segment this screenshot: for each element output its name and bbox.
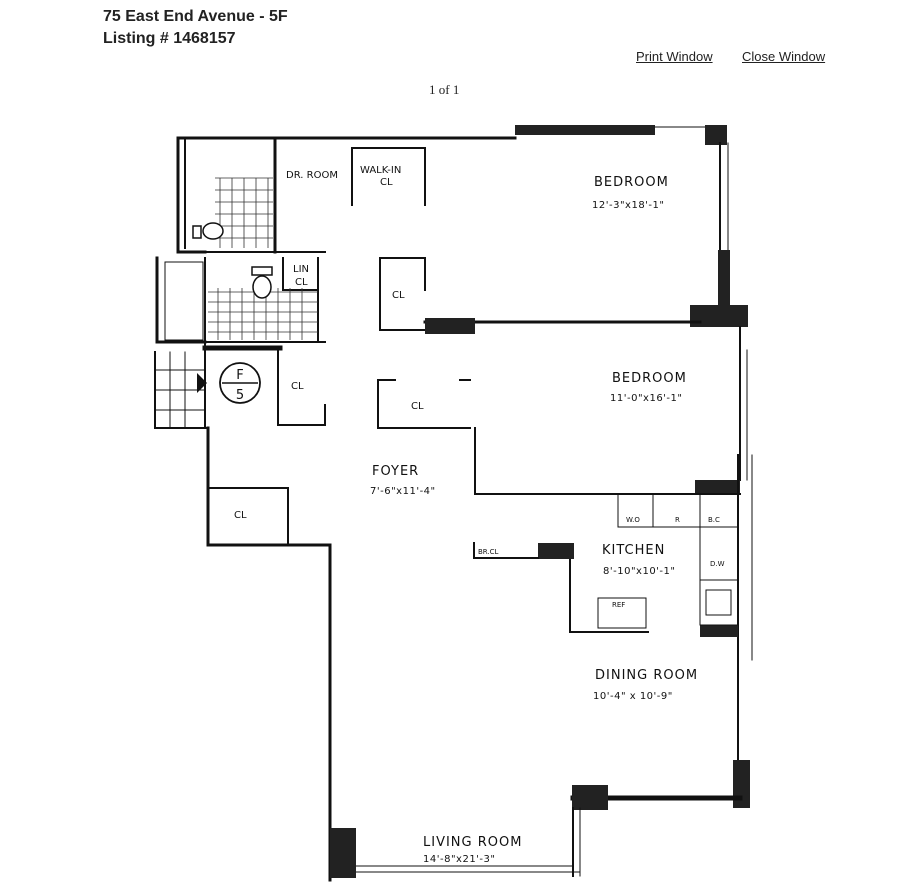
dw-label: D.W (710, 560, 725, 568)
closet-foyer-label: CL (234, 510, 247, 521)
foyer-dims: 7'-6"x11'-4" (370, 486, 436, 497)
bedroom-2-label: BEDROOM (612, 371, 687, 386)
foyer-label: FOYER (372, 464, 419, 479)
walk-in-cl-label: CL (380, 177, 393, 188)
living-room-label: LIVING ROOM (423, 835, 522, 850)
floor-marker: F 5 (219, 362, 261, 404)
bathroom-tiles (208, 177, 318, 340)
dining-room-dims: 10'-4" x 10'-9" (593, 691, 673, 702)
lin-label: LIN (293, 264, 309, 275)
kitchen-label: KITCHEN (602, 543, 665, 558)
br-cl-label: BR.CL (478, 548, 499, 556)
ref-label: REF (612, 601, 625, 609)
bc-label: B.C (708, 516, 720, 524)
listing-address: 75 East End Avenue - 5F (103, 8, 288, 25)
kitchen-dims: 8'-10"x10'-1" (603, 566, 676, 577)
bedroom-1-label: BEDROOM (594, 175, 669, 190)
closet-f5-label: CL (291, 381, 304, 392)
bathroom-fixtures (164, 222, 273, 341)
page-indicator: 1 of 1 (429, 82, 460, 97)
floor-number: 5 (236, 388, 244, 403)
closet-center-label: CL (392, 290, 405, 301)
bedroom-1-dims: 12'-3"x18'-1" (592, 200, 665, 211)
floor-plan-walls (154, 125, 753, 882)
floor-letter: F (236, 368, 243, 383)
close-window-link[interactable]: Close Window (742, 49, 826, 64)
bedroom-2-dims: 11'-0"x16'-1" (610, 393, 683, 404)
dr-room-label: DR. ROOM (286, 170, 338, 181)
walk-in-label: WALK-IN (360, 165, 401, 176)
closet-bedroom2-label: CL (411, 401, 424, 412)
print-window-link[interactable]: Print Window (636, 49, 713, 64)
living-room-dims: 14'-8"x21'-3" (423, 854, 496, 865)
listing-number: Listing # 1468157 (103, 30, 236, 47)
lin-cl-label: CL (295, 277, 308, 288)
wo-label: W.O (626, 516, 640, 524)
dining-room-label: DINING ROOM (595, 668, 698, 683)
range-label: R (675, 516, 680, 524)
